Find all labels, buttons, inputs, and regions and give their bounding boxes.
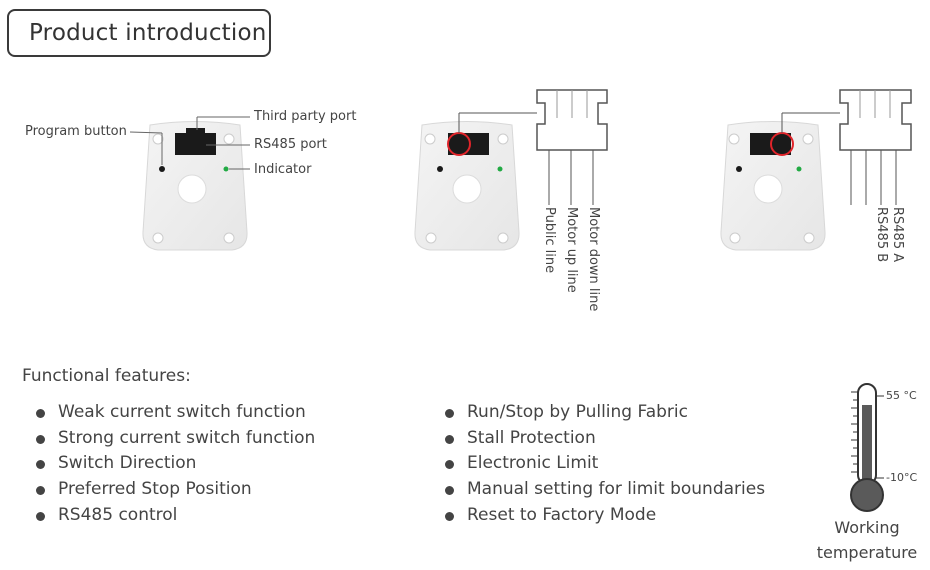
- wire-label-rs485-b: RS485 B: [874, 207, 889, 263]
- indicator-label: Indicator: [254, 162, 312, 177]
- wire-label-motor-down: Motor down line: [586, 207, 601, 312]
- third-party-port-label: Third party port: [254, 109, 357, 124]
- list-item: Stall Protection: [443, 426, 765, 452]
- wire-label-rs485-a: RS485 A: [890, 207, 905, 263]
- features-heading: Functional features:: [22, 366, 191, 386]
- device-plate-3: [720, 89, 912, 251]
- list-item: Weak current switch function: [34, 400, 315, 426]
- wire-label-motor-up: Motor up line: [564, 207, 579, 293]
- thermometer-icon: [850, 383, 884, 512]
- list-item: Electronic Limit: [443, 451, 765, 477]
- page-title: Product introduction: [29, 20, 267, 46]
- section-title-box: Product introduction: [7, 9, 271, 57]
- temp-caption-line2: temperature: [816, 543, 918, 562]
- device-plate-1: [129, 116, 250, 251]
- features-list-left: Weak current switch function Strong curr…: [34, 400, 315, 528]
- rs485-port-label: RS485 port: [254, 137, 327, 152]
- list-item: RS485 control: [34, 503, 315, 529]
- list-item: Run/Stop by Pulling Fabric: [443, 400, 765, 426]
- list-item: Preferred Stop Position: [34, 477, 315, 503]
- list-item: Manual setting for limit boundaries: [443, 477, 765, 503]
- list-item: Reset to Factory Mode: [443, 503, 765, 529]
- temp-max-label: 55 °C: [886, 389, 917, 402]
- temp-caption-line1: Working: [834, 518, 900, 537]
- features-list-right: Run/Stop by Pulling Fabric Stall Protect…: [443, 400, 765, 528]
- program-button-label: Program button: [25, 124, 127, 139]
- list-item: Strong current switch function: [34, 426, 315, 452]
- temp-caption: Working temperature: [812, 515, 922, 565]
- temp-min-label: -10°C: [886, 471, 918, 484]
- device-plate-2: [414, 89, 608, 251]
- wire-label-public: Public line: [542, 207, 557, 274]
- list-item: Switch Direction: [34, 451, 315, 477]
